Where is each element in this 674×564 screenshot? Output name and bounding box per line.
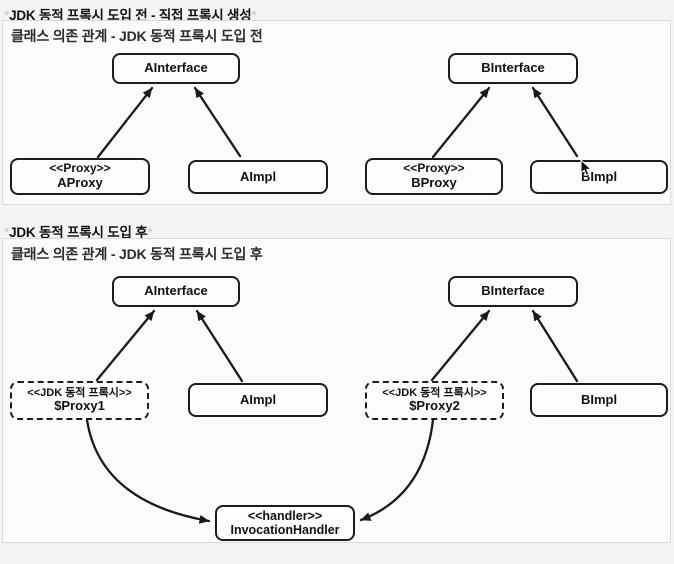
- node-binterface-after: BInterface: [448, 276, 578, 307]
- node-proxy2: <<JDK 동적 프록시>> $Proxy2: [365, 381, 504, 420]
- node-aproxy: <<Proxy>> AProxy: [10, 158, 150, 195]
- node-aimpl-after: AImpl: [188, 383, 328, 417]
- node-label: BProxy: [411, 174, 457, 190]
- node-proxy1: <<JDK 동적 프록시>> $Proxy1: [10, 381, 149, 420]
- node-stereotype: <<handler>>: [247, 508, 323, 523]
- node-label: AImpl: [239, 391, 277, 407]
- diagram-before-title: 클래스 의존 관계 - JDK 동적 프록시 도입 전: [11, 28, 263, 44]
- bold-marker: *: [4, 8, 10, 23]
- section-heading-before: *JDK 동적 프록시 도입 전 - 직접 프록시 생성*: [4, 4, 257, 24]
- bold-marker: *: [4, 225, 10, 240]
- node-label: AImpl: [239, 168, 277, 184]
- node-label: BImpl: [580, 391, 618, 407]
- node-ainterface-before: AInterface: [112, 53, 240, 84]
- node-bimpl-after: BImpl: [530, 383, 668, 417]
- node-label: BImpl: [580, 168, 618, 184]
- node-stereotype: <<JDK 동적 프록시>>: [27, 386, 132, 399]
- node-stereotype: <<Proxy>>: [49, 161, 111, 176]
- node-ainterface-after: AInterface: [112, 276, 240, 307]
- section-heading-before-text: JDK 동적 프록시 도입 전 - 직접 프록시 생성: [9, 8, 252, 23]
- bold-marker: *: [147, 225, 153, 240]
- node-bimpl-before: BImpl: [530, 160, 668, 194]
- bold-marker: *: [251, 8, 257, 23]
- section-heading-after-text: JDK 동적 프록시 도입 후: [9, 225, 148, 240]
- diagram-after-title: 클래스 의존 관계 - JDK 동적 프록시 도입 후: [11, 246, 263, 262]
- mouse-cursor-icon: [580, 160, 593, 176]
- node-stereotype: <<JDK 동적 프록시>>: [382, 386, 487, 399]
- node-label: $Proxy2: [409, 398, 460, 414]
- node-label: AInterface: [144, 60, 208, 76]
- node-bproxy: <<Proxy>> BProxy: [365, 158, 503, 195]
- node-label: InvocationHandler: [230, 523, 340, 537]
- node-label: BInterface: [481, 283, 545, 299]
- node-aimpl-before: AImpl: [188, 160, 328, 194]
- node-binterface-before: BInterface: [448, 53, 578, 84]
- node-stereotype: <<Proxy>>: [403, 161, 465, 176]
- node-label: AProxy: [57, 174, 103, 190]
- section-heading-after: *JDK 동적 프록시 도입 후*: [4, 221, 153, 241]
- node-label: BInterface: [481, 60, 545, 76]
- node-invocationhandler: <<handler>> InvocationHandler: [215, 505, 355, 541]
- node-label: $Proxy1: [54, 398, 105, 414]
- node-label: AInterface: [144, 283, 208, 299]
